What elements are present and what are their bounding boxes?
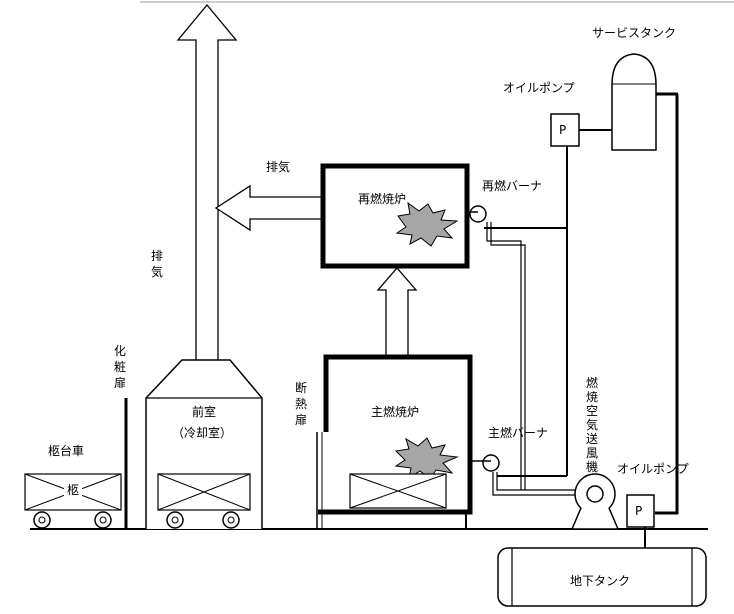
coffin-cart-wheel-right-hub [99, 516, 107, 524]
combustion-blower-label-4: 気 [586, 417, 598, 432]
exhaust-vertical-label-2: 気 [151, 264, 163, 279]
reburn-air-duct [486, 222, 522, 490]
combustion-blower-label-3: 空 [586, 404, 598, 418]
combustion-blower-label-2: 焼 [586, 390, 598, 404]
coffin-label: 柩 [67, 483, 79, 497]
main-air-duct-inner [496, 472, 578, 491]
makeup-door-label-3: 扉 [114, 376, 126, 390]
main-burner [482, 454, 500, 472]
reburn-flame [395, 201, 459, 247]
main-furnace-label: 主燃焼炉 [371, 404, 419, 419]
main-flame [394, 437, 459, 480]
oil-pump-top-symbol: P [559, 123, 566, 137]
exhaust-vertical-label-1: 排 [151, 249, 163, 263]
combustion-blower-label-7: 機 [586, 459, 598, 474]
reburn-burner [469, 205, 487, 223]
service-tank [611, 53, 657, 151]
oil-pump-top-label: オイルポンプ [503, 81, 575, 95]
coffin-cart-label: 柩台車 [48, 443, 84, 458]
insulation-door-label-2: 熱 [295, 397, 307, 411]
main-burner-label: 主燃バーナ [488, 425, 548, 440]
reburn-furnace [320, 163, 470, 269]
main-air-duct [492, 472, 578, 496]
exhaust-horizontal-label: 排気 [266, 159, 290, 174]
underground-tank-label: 地下タンク [570, 574, 630, 588]
coffin-label-bg [64, 481, 82, 497]
insulation-door-label-1: 断 [295, 380, 307, 395]
oil-pump-top [550, 113, 580, 147]
combustion-blower-label-6: 風 [586, 446, 598, 460]
oil-pump-bottom-symbol: P [635, 504, 642, 518]
front-room-coffin-x2 [157, 473, 251, 511]
reburn-burner-label: 再燃バーナ [482, 178, 542, 193]
makeup-door-label-2: 粧 [114, 360, 126, 374]
main-furnace-coffin-x2 [349, 473, 447, 509]
combustion-blower-base [570, 507, 620, 530]
front-room-wheel-left-hub [171, 516, 179, 524]
exhaust-vertical-arrow [176, 3, 238, 360]
front-room-sublabel: （冷却室） [172, 425, 232, 440]
combustion-blower-label-1: 燃 [586, 375, 598, 390]
front-room-wheel-right-hub [227, 516, 235, 524]
front-room-label: 前室 [192, 404, 216, 419]
coffin-cart-wheel-left-hub [38, 516, 46, 524]
combustion-blower-label-5: 送 [586, 431, 598, 446]
oil-pump-bottom [626, 494, 655, 528]
reburn-furnace-label: 再燃焼炉 [358, 191, 406, 206]
combustion-blower-hub [586, 485, 604, 503]
furnace-flow-arrow [376, 267, 418, 380]
makeup-door-label-1: 化 [114, 344, 126, 358]
oil-pump-bottom-label: オイルポンプ [617, 462, 689, 476]
service-tank-label: サービスタンク [592, 26, 676, 40]
insulation-door-label-3: 扉 [295, 413, 307, 427]
reburn-air-duct-inner [490, 222, 526, 490]
exhaust-horizontal-arrow [214, 184, 323, 232]
underground-tank [497, 547, 707, 607]
